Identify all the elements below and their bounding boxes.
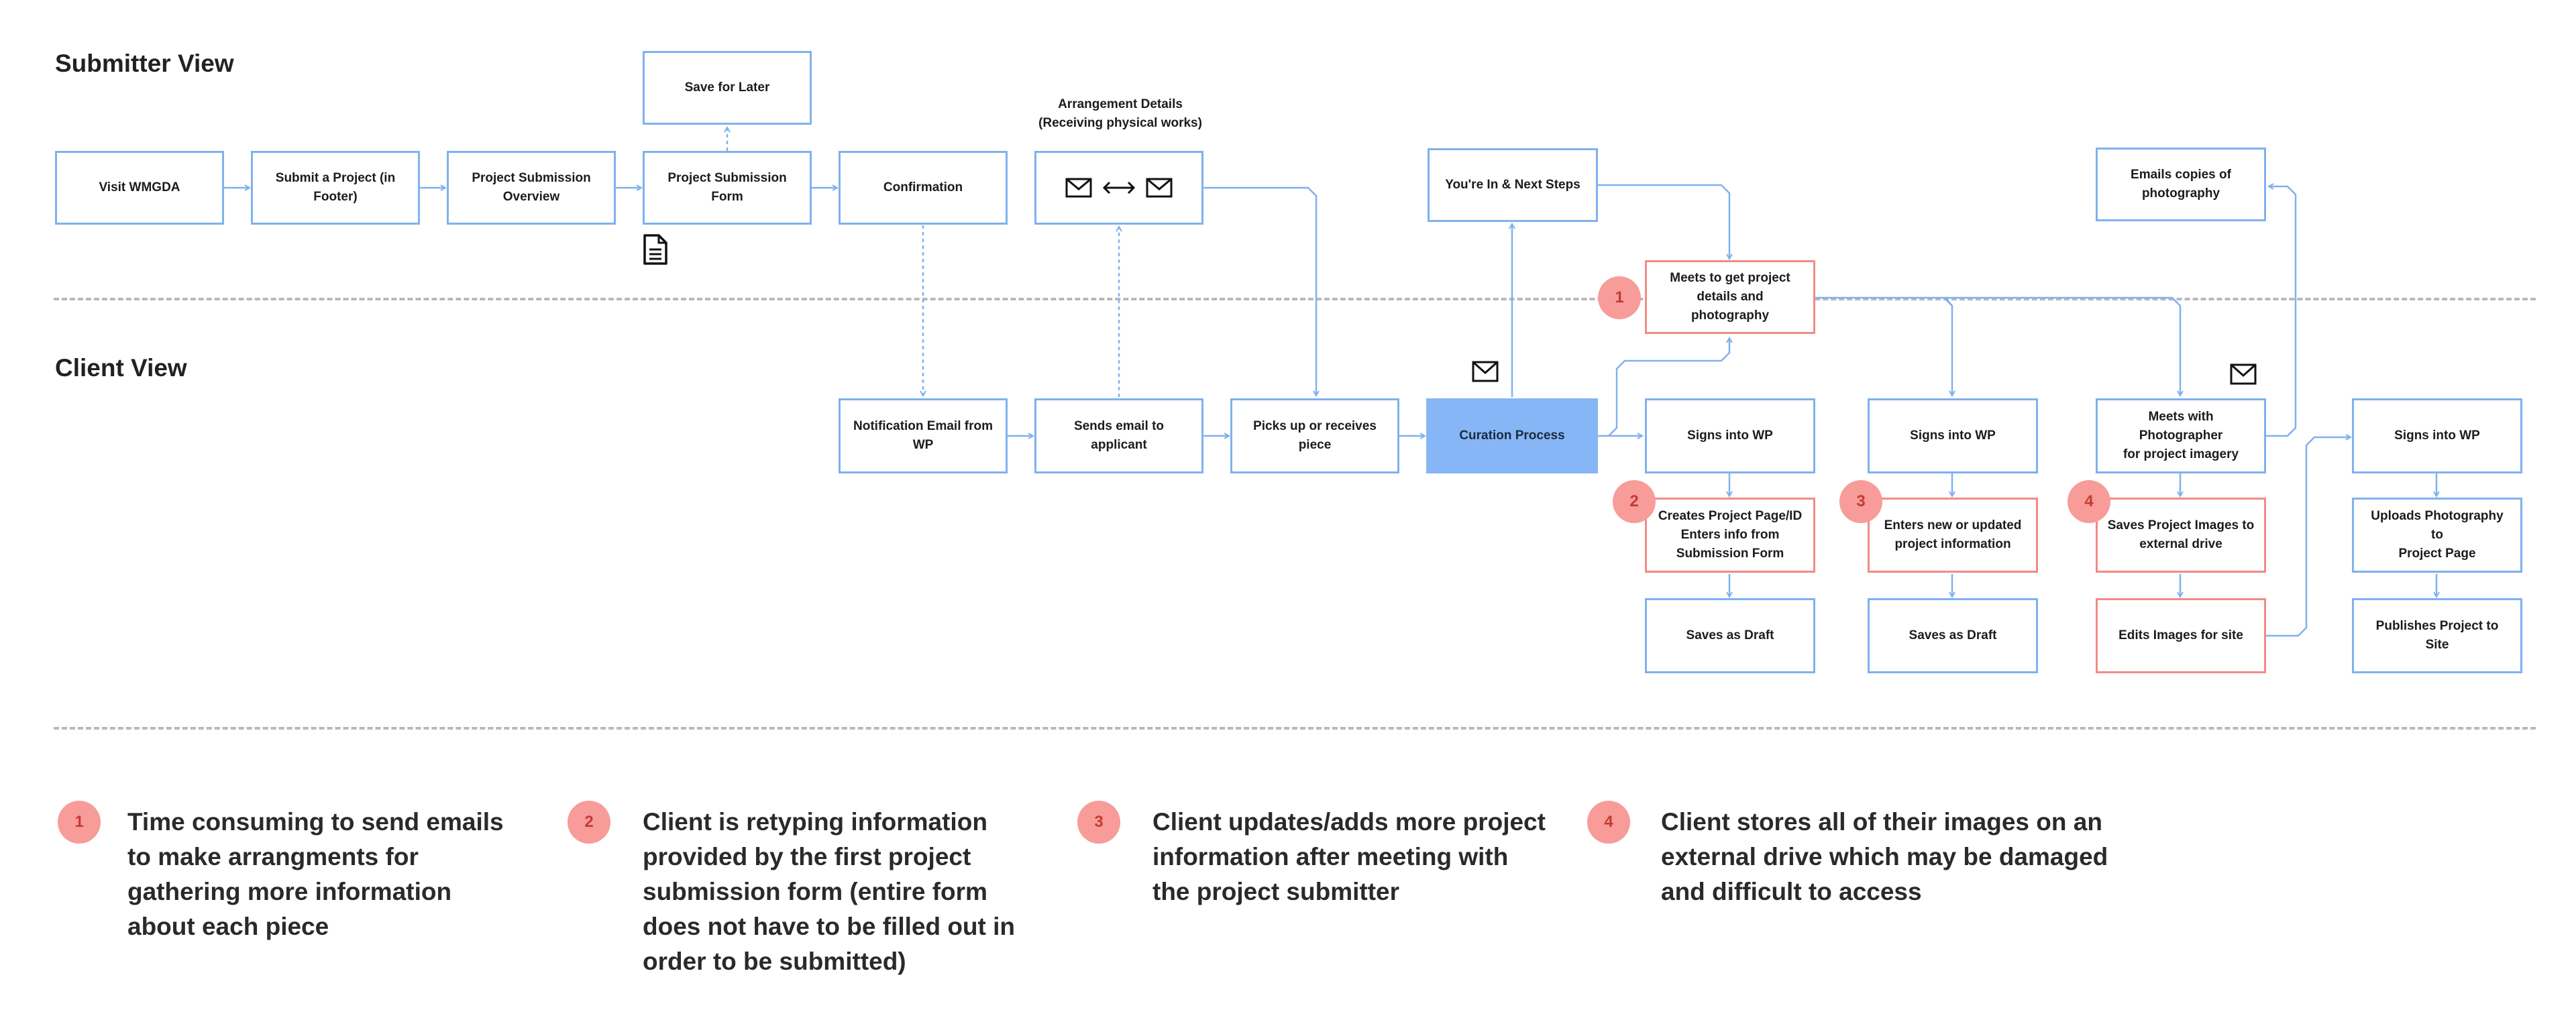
- node-meets-details-label: Meets to get project details and photogr…: [1670, 271, 1790, 323]
- pain-badge-2: 2: [1613, 480, 1656, 523]
- pain-badge-4: 4: [2068, 480, 2110, 523]
- node-youre-in: You're In & Next Steps: [1428, 148, 1598, 222]
- node-save-later-label: Save for Later: [684, 80, 770, 95]
- node-confirmation: Confirmation: [839, 151, 1008, 225]
- node-emails-copies-label: Emails copies of photography: [2131, 168, 2231, 201]
- node-meets-details: Meets to get project details and photogr…: [1645, 260, 1815, 334]
- node-visit: Visit WMGDA: [55, 151, 224, 225]
- node-creates-page-label: Creates Project Page/ID Enters info from…: [1658, 509, 1803, 561]
- node-confirmation-label: Confirmation: [883, 180, 963, 194]
- legend-badge-2: 2: [568, 801, 610, 844]
- node-picks-up-label: Picks up or receives piece: [1253, 419, 1377, 452]
- node-submit-project-label: Submit a Project (in Footer): [275, 171, 396, 204]
- submitter-lane-title: Submitter View: [55, 50, 234, 77]
- node-sends-email: Sends email to applicant: [1034, 398, 1203, 473]
- node-notification: Notification Email from WP: [839, 398, 1008, 473]
- node-curation: Curation Process: [1426, 398, 1598, 473]
- node-uploads-photo: Uploads Photography to Project Page: [2352, 498, 2522, 573]
- client-lane-title: Client View: [55, 354, 187, 382]
- legend-text-2: Client is retyping information provided …: [643, 808, 1016, 975]
- node-notification-label: Notification Email from WP: [853, 419, 993, 452]
- node-edits-images-label: Edits Images for site: [2118, 628, 2243, 642]
- node-uploads-photo-label: Uploads Photography to Project Page: [2371, 509, 2504, 561]
- node-signs-wp-3-label: Signs into WP: [2394, 429, 2480, 443]
- node-saves-images: Saves Project Images to external drive: [2096, 498, 2266, 573]
- legend-text-4: Client stores all of their images on an …: [1661, 808, 2108, 905]
- node-enters-info-label: Enters new or updated project informatio…: [1884, 518, 2022, 551]
- node-visit-label: Visit WMGDA: [99, 180, 180, 194]
- document-icon: [643, 234, 667, 265]
- lane-divider: [54, 298, 2536, 300]
- node-save-later: Save for Later: [643, 51, 812, 125]
- envelope-icon: [2230, 363, 2257, 385]
- legend-text-1: Time consuming to send emails to make ar…: [127, 808, 504, 940]
- node-overview: Project Submission Overview: [447, 151, 616, 225]
- node-submission-form: Project Submission Form: [643, 151, 812, 225]
- node-saves-draft-1-label: Saves as Draft: [1686, 628, 1774, 642]
- node-meets-photographer: Meets with Photographer for project imag…: [2096, 398, 2266, 473]
- node-youre-in-label: You're In & Next Steps: [1445, 178, 1580, 192]
- node-signs-wp-3: Signs into WP: [2352, 398, 2522, 473]
- envelope-icon: [1065, 178, 1092, 198]
- node-picks-up: Picks up or receives piece: [1230, 398, 1399, 473]
- legend-badge-3: 3: [1077, 801, 1120, 844]
- node-arrangement: [1034, 151, 1203, 225]
- node-saves-images-label: Saves Project Images to external drive: [2107, 518, 2255, 551]
- node-emails-copies: Emails copies of photography: [2096, 148, 2266, 221]
- node-enters-info: Enters new or updated project informatio…: [1868, 498, 2038, 573]
- node-saves-draft-2: Saves as Draft: [1868, 598, 2038, 673]
- legend-badge-1: 1: [58, 801, 101, 844]
- node-creates-page: Creates Project Page/ID Enters info from…: [1645, 498, 1815, 573]
- double-arrow-icon: [1102, 181, 1136, 194]
- node-overview-label: Project Submission Overview: [472, 171, 591, 204]
- legend-text-3: Client updates/adds more project informa…: [1152, 808, 1546, 905]
- legend-badge-4: 4: [1587, 801, 1630, 844]
- node-publishes-label: Publishes Project to Site: [2375, 619, 2499, 652]
- node-edits-images: Edits Images for site: [2096, 598, 2266, 673]
- node-signs-wp-2-label: Signs into WP: [1910, 429, 1996, 443]
- node-saves-draft-1: Saves as Draft: [1645, 598, 1815, 673]
- node-submission-form-label: Project Submission Form: [667, 171, 787, 204]
- node-meets-photographer-label: Meets with Photographer for project imag…: [2123, 410, 2239, 461]
- node-sends-email-label: Sends email to applicant: [1073, 419, 1165, 452]
- node-signs-wp-2: Signs into WP: [1868, 398, 2038, 473]
- node-publishes: Publishes Project to Site: [2352, 598, 2522, 673]
- node-curation-label: Curation Process: [1459, 429, 1565, 443]
- envelope-icon: [1472, 361, 1499, 382]
- envelope-icon: [1146, 178, 1173, 198]
- legend-divider: [54, 727, 2536, 730]
- node-signs-wp-1: Signs into WP: [1645, 398, 1815, 473]
- arrangement-caption: Arrangement Details (Receiving physical …: [1038, 97, 1202, 130]
- pain-badge-3: 3: [1839, 480, 1882, 523]
- node-signs-wp-1-label: Signs into WP: [1687, 429, 1773, 443]
- node-submit-project: Submit a Project (in Footer): [251, 151, 420, 225]
- pain-badge-1: 1: [1598, 276, 1641, 319]
- node-saves-draft-2-label: Saves as Draft: [1909, 628, 1997, 642]
